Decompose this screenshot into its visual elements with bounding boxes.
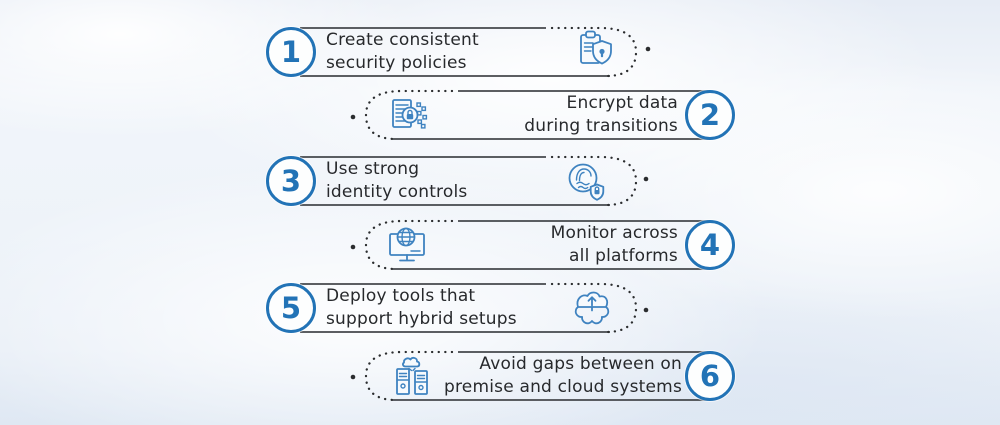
step-4-line2: all platforms bbox=[569, 246, 678, 266]
step-6-text: Avoid gaps between on premise and cloud … bbox=[394, 353, 682, 399]
step-3-line2: identity controls bbox=[326, 182, 468, 202]
step-6-line2: premise and cloud systems bbox=[443, 377, 682, 397]
step-2-number-label: 2 bbox=[699, 97, 721, 132]
step-3-line1: Use strong bbox=[326, 159, 420, 179]
step-5-line2: support hybrid setups bbox=[326, 309, 517, 329]
step-1-text: Create consistent security policies bbox=[326, 29, 566, 75]
dotted-lines bbox=[364, 26, 638, 402]
step-2-number: 2 bbox=[685, 90, 735, 140]
step-5-number: 5 bbox=[266, 283, 316, 333]
document-encryption-icon bbox=[387, 94, 431, 138]
step-5-text: Deploy tools that support hybrid setups bbox=[326, 285, 576, 331]
step-2-line2: during transitions bbox=[524, 116, 678, 136]
monitor-globe-icon bbox=[385, 223, 429, 267]
step-1-number: 1 bbox=[266, 27, 316, 77]
step-5-line1: Deploy tools that bbox=[326, 286, 476, 306]
end-dots bbox=[350, 46, 651, 380]
clipboard-shield-icon bbox=[572, 28, 616, 72]
solid-lines bbox=[300, 27, 710, 401]
step-4-text: Monitor across all platforms bbox=[408, 222, 678, 268]
step-2-text: Encrypt data during transitions bbox=[408, 92, 678, 138]
step-3-number-label: 3 bbox=[280, 163, 302, 198]
step-1-number-label: 1 bbox=[280, 34, 302, 69]
step-2-line1: Encrypt data bbox=[566, 93, 678, 113]
step-6-line1: Avoid gaps between on bbox=[479, 354, 682, 374]
step-6-number: 6 bbox=[685, 351, 735, 401]
step-1-line2: security policies bbox=[326, 53, 467, 73]
step-1-line1: Create consistent bbox=[326, 30, 479, 50]
fingerprint-lock-icon bbox=[564, 159, 608, 203]
servers-cloud-icon bbox=[390, 354, 434, 398]
step-4-number-label: 4 bbox=[699, 227, 721, 262]
step-4-number: 4 bbox=[685, 220, 735, 270]
cloud-settings-icon bbox=[570, 286, 614, 330]
step-6-number-label: 6 bbox=[699, 358, 721, 393]
step-3-number: 3 bbox=[266, 156, 316, 206]
step-3-text: Use strong identity controls bbox=[326, 158, 566, 204]
step-5-number-label: 5 bbox=[280, 290, 302, 325]
step-4-line1: Monitor across bbox=[550, 223, 678, 243]
